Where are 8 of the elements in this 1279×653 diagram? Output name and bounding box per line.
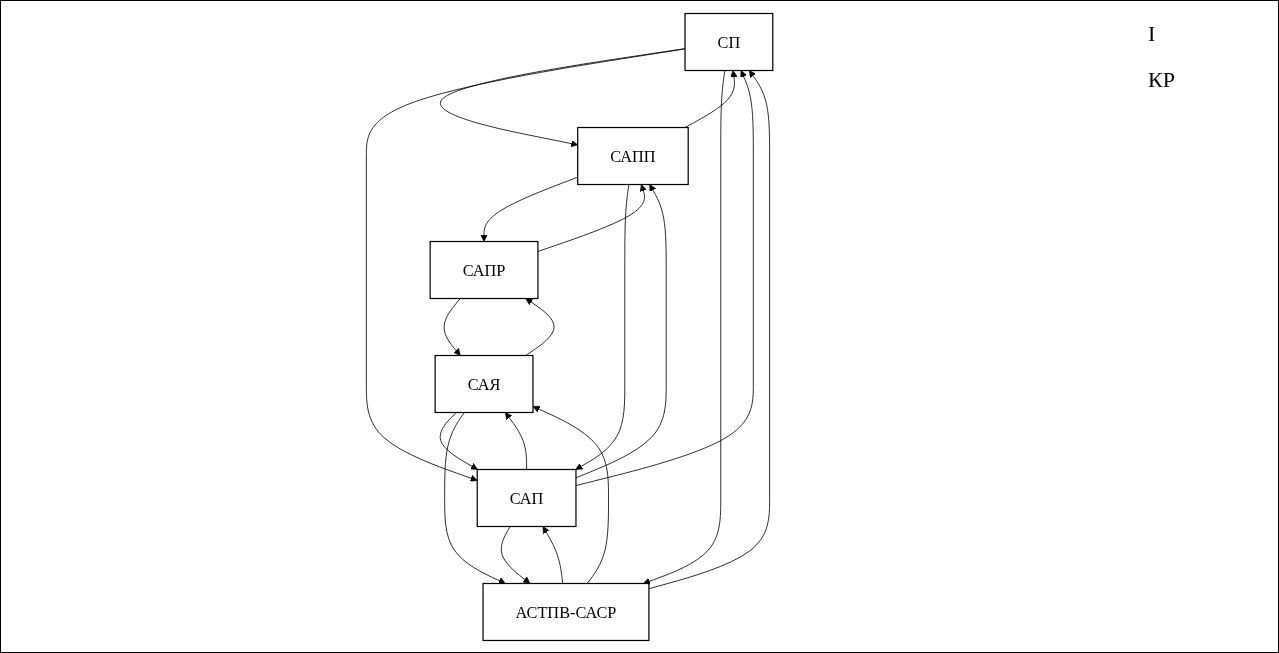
node-box: САП (476, 468, 577, 527)
node-box: СП (684, 12, 774, 71)
node-box: САПП (577, 126, 689, 185)
node-box: АСТПВ-САСР (482, 582, 650, 641)
node-box: САПР (429, 240, 539, 299)
node-box: САЯ (434, 354, 534, 413)
note-label: I (1148, 21, 1157, 47)
note-label: КР (1148, 67, 1176, 93)
